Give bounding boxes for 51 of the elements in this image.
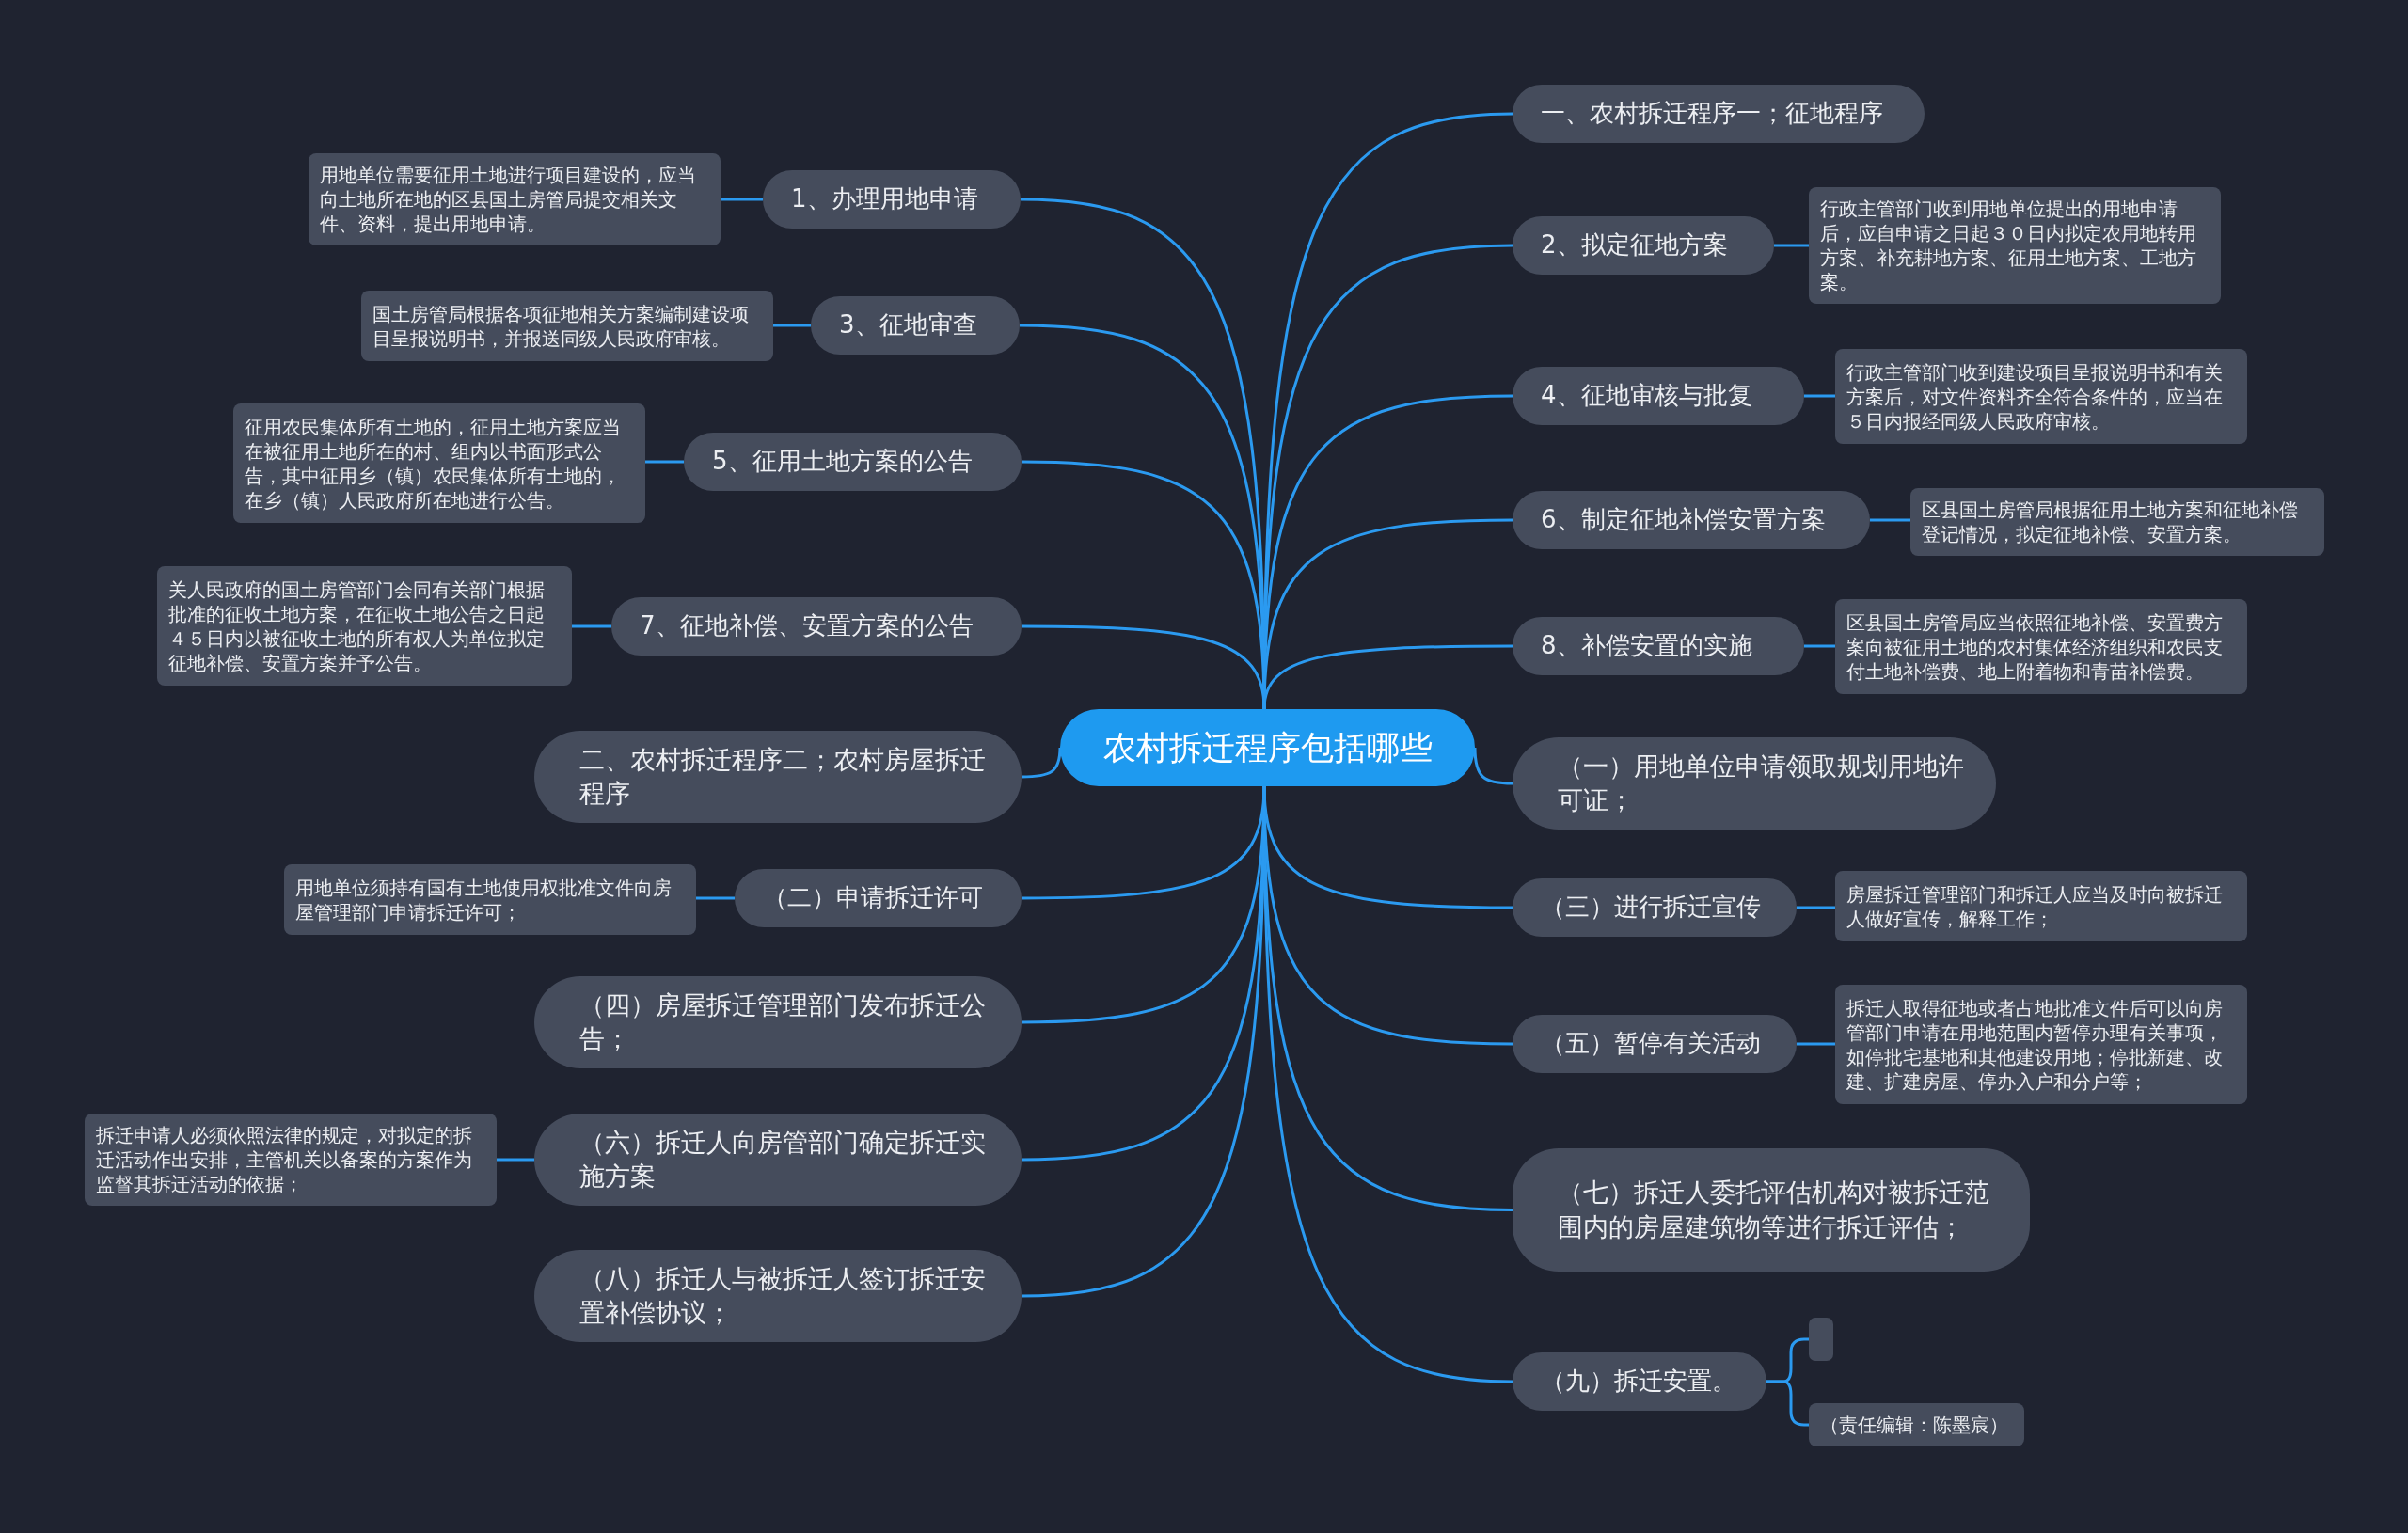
topic-pill: 一、农村拆迁程序一；征地程序 xyxy=(1513,85,1925,143)
topic-pill: （二）申请拆迁许可 xyxy=(735,869,1022,927)
topic-pill: 二、农村拆迁程序二；农村房屋拆迁程序 xyxy=(534,731,1022,823)
topic-pill: （五）暂停有关活动 xyxy=(1513,1015,1797,1073)
topic-pill: （四）房屋拆迁管理部门发布拆迁公告； xyxy=(534,976,1022,1068)
note-box: 国土房管局根据各项征地相关方案编制建设项目呈报说明书，并报送同级人民政府审核。 xyxy=(361,291,773,361)
topic-pill: 7、征地补偿、安置方案的公告 xyxy=(611,597,1022,656)
topic-pill: 3、征地审查 xyxy=(811,296,1020,355)
connector-line xyxy=(721,198,763,201)
topic-pill: （三）进行拆迁宣传 xyxy=(1513,878,1797,937)
connector-line xyxy=(572,624,611,628)
topic-pill: （八）拆迁人与被拆迁人签订拆迁安置补偿协议； xyxy=(534,1250,1022,1342)
topic-pill: （九）拆迁安置。 xyxy=(1513,1352,1766,1411)
connector-line xyxy=(1262,644,1513,710)
connector-line xyxy=(1797,1042,1835,1046)
note-box: 区县国土房管局根据征用土地方案和征地补偿登记情况，拟定征地补偿、安置方案。 xyxy=(1910,488,2324,556)
note-box: 关人民政府的国土房管部门会同有关部门根据批准的征收土地方案，在征收土地公告之日起４５日内以被征收土地的所有权人为单位拟定征地补偿、安置方案并予公告。 xyxy=(157,566,572,686)
connector-line xyxy=(1797,906,1835,909)
empty-box xyxy=(1809,1318,1833,1361)
note-box: 拆迁申请人必须依照法律的规定，对拟定的拆迁活动作出安排，主管机关以备案的方案作为监督其拆迁活动的依据； xyxy=(85,1114,497,1206)
topic-pill: （七）拆迁人委托评估机构对被拆迁范围内的房屋建筑物等进行拆迁评估； xyxy=(1513,1148,2030,1272)
connector-line xyxy=(497,1158,534,1162)
note-box: （责任编辑：陈墨宸） xyxy=(1809,1403,2024,1446)
connector-line xyxy=(645,460,684,464)
central-topic: 农村拆迁程序包括哪些 xyxy=(1060,709,1475,786)
note-box: 行政主管部门收到用地单位提出的用地申请后，应自申请之日起３０日内拟定农用地转用方案、补充耕地方案、征用土地方案、工地方案。 xyxy=(1809,187,2221,304)
note-box: 征用农民集体所有土地的，征用土地方案应当在被征用土地所在的村、组内以书面形式公告，其中征用乡（镇）农民集体所有土地的，在乡（镇）人民政府所在地进行公告。 xyxy=(233,403,645,523)
connector-line xyxy=(1022,624,1266,710)
connector-line xyxy=(1774,244,1809,247)
topic-pill: 5、征用土地方案的公告 xyxy=(684,433,1022,491)
connector-line xyxy=(1804,644,1835,648)
note-box: 用地单位须持有国有土地使用权批准文件向房屋管理部门申请拆迁许可； xyxy=(284,864,696,935)
connector-line xyxy=(1766,1380,1809,1427)
topic-pill: 1、办理用地申请 xyxy=(763,170,1021,229)
note-box: 区县国土房管局应当依照征地补偿、安置费方案向被征用土地的农村集体经济组织和农民支付土地补偿费、地上附着物和青苗补偿费。 xyxy=(1835,599,2247,694)
connector-line xyxy=(1021,747,1062,779)
topic-pill: （六）拆迁人向房管部门确定拆迁实施方案 xyxy=(534,1114,1022,1206)
note-box: 房屋拆迁管理部门和拆迁人应当及时向被拆迁人做好宣传，解释工作； xyxy=(1835,871,2247,941)
connector-line xyxy=(1473,747,1513,785)
topic-pill: 4、征地审核与批复 xyxy=(1513,367,1804,425)
note-box: 行政主管部门收到建设项目呈报说明书和有关方案后，对文件资料齐全符合条件的，应当在５日内报经同级人民政府审核。 xyxy=(1835,349,2247,444)
topic-pill: 2、拟定征地方案 xyxy=(1513,216,1774,275)
connector-line xyxy=(696,896,735,900)
note-box: 拆迁人取得征地或者占地批准文件后可以向房管部门申请在用地范围内暂停办理有关事项，如停批宅基地和其他建设用地；停批新建、改建、扩建房屋、停办入户和分户等； xyxy=(1835,985,2247,1104)
topic-pill: 6、制定征地补偿安置方案 xyxy=(1513,491,1870,549)
connector-line xyxy=(773,324,811,327)
topic-pill: 8、补偿安置的实施 xyxy=(1513,617,1804,675)
topic-pill: （一）用地单位申请领取规划用地许可证； xyxy=(1513,737,1996,830)
connector-line xyxy=(1804,394,1835,398)
connector-line xyxy=(1870,518,1910,522)
note-box: 用地单位需要征用土地进行项目建设的，应当向土地所在地的区县国土房管局提交相关文件、资料，提出用地申请。 xyxy=(309,153,721,245)
